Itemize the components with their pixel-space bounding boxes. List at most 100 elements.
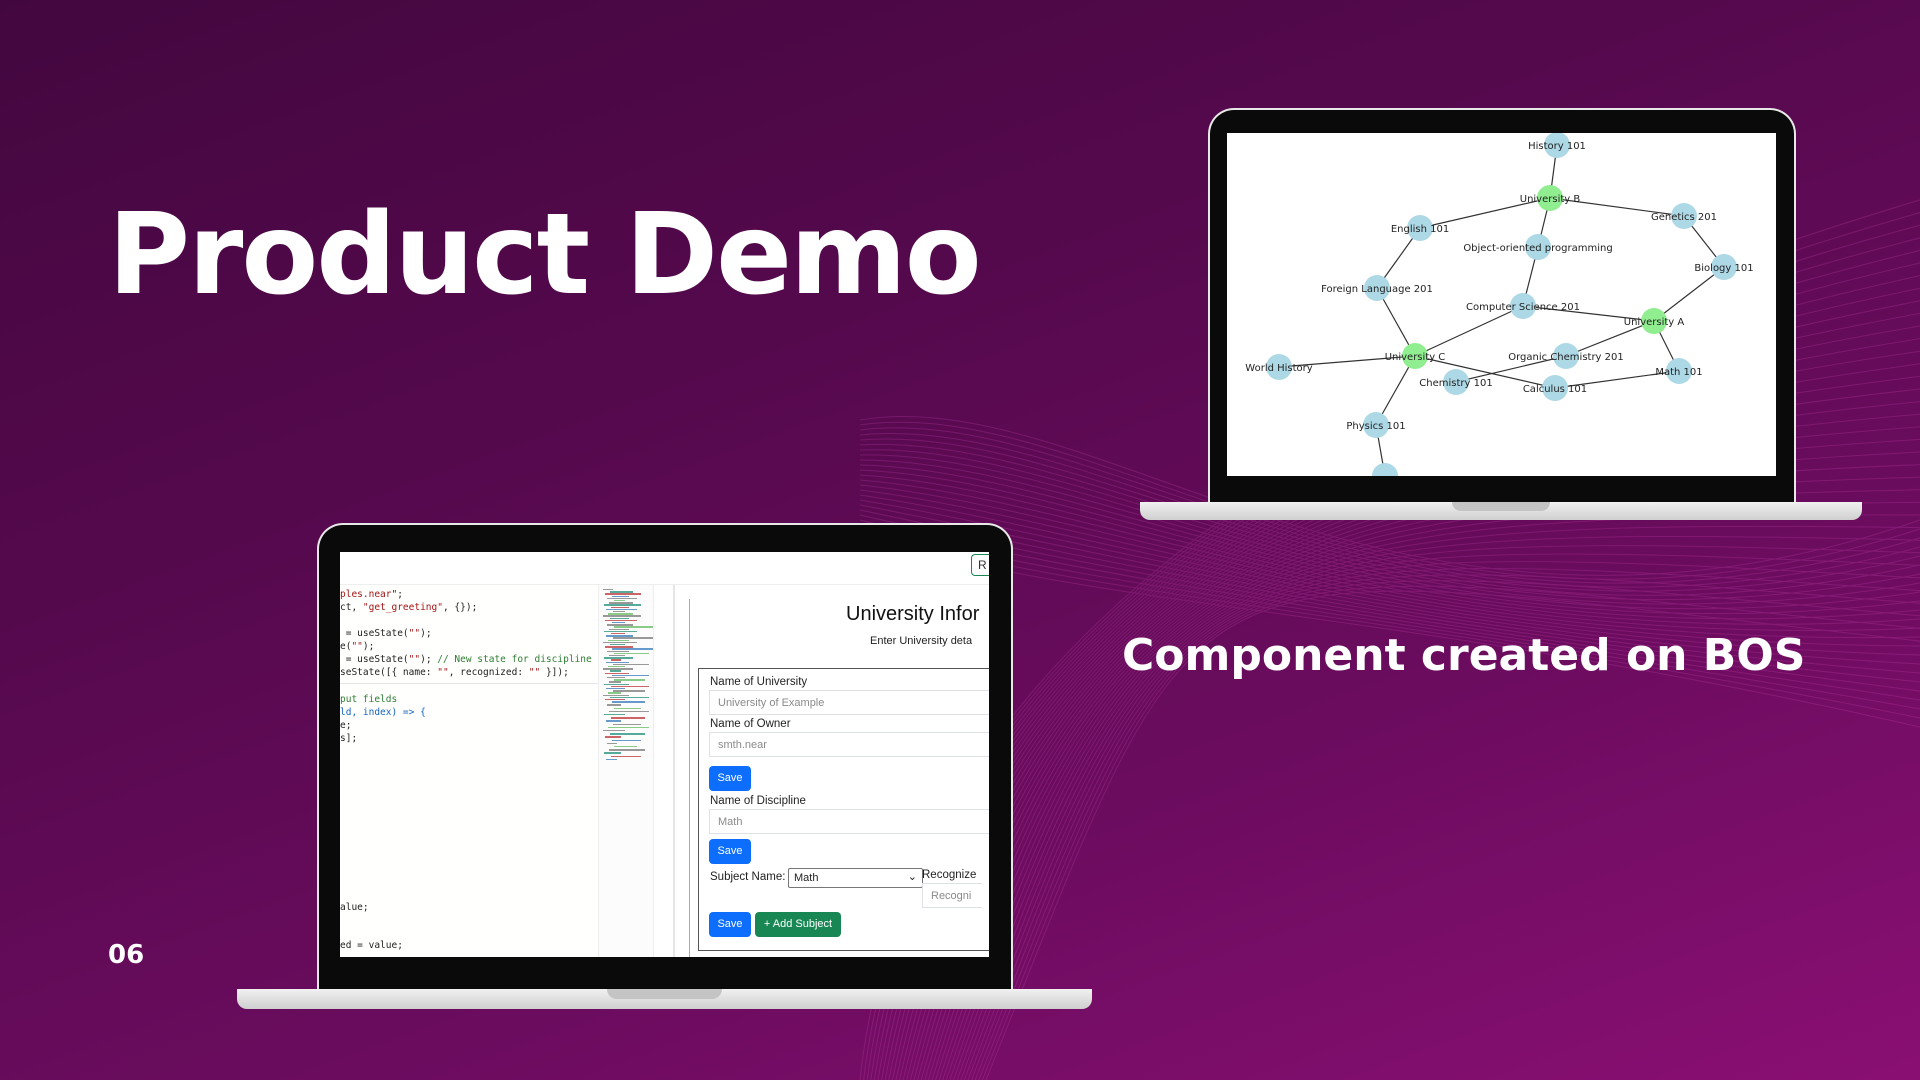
- graph-node-subject: [1553, 343, 1579, 369]
- graph-node-label: Physics 101: [1346, 421, 1405, 432]
- graph-node-subject: [1363, 412, 1389, 438]
- minimap-line: [612, 622, 625, 624]
- code-token: ct,: [340, 602, 363, 613]
- wave-line: [859, 464, 1920, 615]
- wave-line: [859, 474, 1920, 625]
- minimap-line: [608, 666, 625, 668]
- recognized-label: Recognize: [922, 869, 977, 881]
- minimap-line: [605, 593, 641, 595]
- code-token: s];: [340, 733, 358, 744]
- discipline-name-label: Name of Discipline: [710, 795, 806, 807]
- minimap-line: [607, 597, 637, 600]
- graph-node-subject: [1544, 133, 1570, 158]
- minimap-line: [613, 637, 653, 639]
- add-subject-button[interactable]: + Add Subject: [755, 912, 841, 937]
- minimap-line: [614, 746, 637, 748]
- cursor-line: [340, 683, 598, 684]
- minimap-line: [606, 661, 629, 663]
- minimap-line: [606, 635, 633, 637]
- wave-line: [927, 438, 1920, 1080]
- code-line: alue;: [340, 902, 369, 913]
- minimap-line: [612, 701, 645, 703]
- graph-edge: [1653, 266, 1725, 322]
- code-minimap[interactable]: [598, 585, 654, 957]
- minimap-line: [607, 742, 617, 745]
- graph-edge: [1522, 305, 1655, 322]
- minimap-line: [604, 657, 633, 659]
- code-token: );: [420, 628, 432, 639]
- code-token: );: [420, 654, 438, 665]
- wave-line: [859, 421, 1920, 580]
- university-form: Name of University University of Example…: [698, 668, 989, 951]
- graph-node-subject: [1407, 215, 1433, 241]
- code-token: "get_greeting": [362, 602, 443, 613]
- minimap-line: [607, 624, 633, 626]
- page-number: 06: [108, 940, 145, 970]
- wave-line: [859, 459, 1920, 610]
- laptop-notch: [607, 989, 722, 999]
- wave-line: [974, 574, 1920, 1080]
- code-token: // New state for discipline: [437, 654, 592, 665]
- graph-edge: [1414, 305, 1524, 357]
- minimap-line: [608, 726, 649, 729]
- code-line: ples.near";: [340, 589, 403, 600]
- graph-node-subject: [1510, 293, 1536, 319]
- owner-name-label: Name of Owner: [710, 718, 791, 730]
- minimap-line: [604, 752, 621, 754]
- graph-node-subject: [1372, 463, 1398, 476]
- code-token: = useState(: [340, 654, 409, 665]
- graph-node-label: World History: [1245, 363, 1312, 374]
- code-token: e(: [340, 641, 352, 652]
- graph-node-label: Calculus 101: [1523, 384, 1587, 395]
- subject-name-select[interactable]: Math ⌄: [788, 868, 923, 888]
- minimap-line: [614, 626, 653, 628]
- editor-screen: R ples.near";ct, "get_greeting", {}); = …: [340, 552, 989, 957]
- graph-edge: [1414, 355, 1556, 389]
- wave-line: [978, 580, 1920, 1080]
- minimap-line: [607, 677, 625, 679]
- minimap-line: [608, 692, 621, 694]
- minimap-line: [614, 679, 645, 681]
- code-line: ed = value;: [340, 940, 403, 951]
- editor-top-button[interactable]: R: [971, 554, 989, 576]
- save-subject-button[interactable]: Save: [709, 912, 751, 937]
- form-subtitle: Enter University deta: [870, 635, 973, 647]
- code-token: e;: [340, 720, 352, 731]
- minimap-line: [612, 674, 649, 677]
- graph-node-label: Chemistry 101: [1419, 378, 1492, 389]
- university-name-label: Name of University: [710, 676, 808, 688]
- wave-line: [859, 499, 1920, 665]
- minimap-line: [612, 739, 641, 741]
- graph-node-label: University A: [1624, 317, 1685, 328]
- recognized-input[interactable]: Recogni: [922, 883, 982, 908]
- save-university-button[interactable]: Save: [709, 766, 751, 791]
- wave-line: [985, 590, 1920, 1080]
- minimap-line: [608, 613, 633, 615]
- discipline-name-input[interactable]: Math: [709, 809, 989, 834]
- code-token: alue;: [340, 902, 369, 913]
- graph-node-label: Object-oriented programming: [1463, 243, 1612, 254]
- minimap-line: [606, 720, 621, 722]
- graph-node-subject: [1666, 358, 1692, 384]
- minimap-line: [610, 733, 645, 735]
- graph-edge: [1565, 320, 1655, 357]
- code-editor[interactable]: ples.near";ct, "get_greeting", {}); = us…: [340, 585, 598, 957]
- code-token: );: [362, 641, 375, 652]
- owner-name-input[interactable]: smth.near: [709, 732, 989, 757]
- graph-edge: [1554, 370, 1680, 389]
- editor-divider[interactable]: [654, 585, 674, 957]
- minimap-line: [605, 619, 637, 622]
- minimap-line: [605, 736, 621, 738]
- code-line: = useState("");: [340, 628, 432, 639]
- save-discipline-button[interactable]: Save: [709, 839, 751, 864]
- minimap-line: [614, 707, 641, 709]
- university-name-input[interactable]: University of Example: [709, 690, 989, 715]
- minimap-line: [614, 600, 625, 602]
- graph-node-subject: [1711, 254, 1737, 280]
- minimap-line: [611, 606, 629, 608]
- graph-node-label: History 101: [1528, 141, 1586, 152]
- minimap-line: [605, 646, 633, 648]
- wave-line: [924, 426, 1920, 1080]
